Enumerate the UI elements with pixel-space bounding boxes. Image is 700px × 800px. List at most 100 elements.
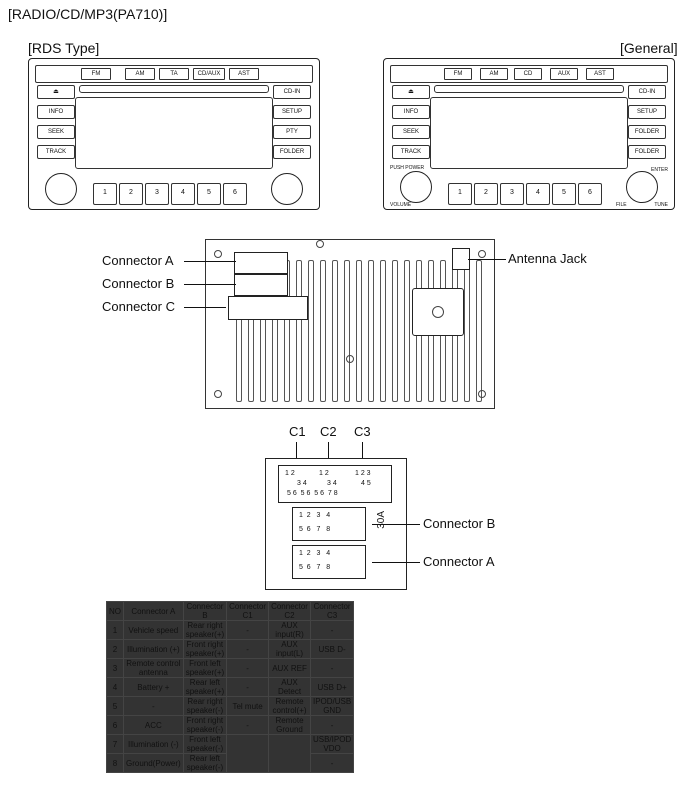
table-row: 3 Remote control antenna Front left spea… (106, 658, 355, 678)
folder-button: FOLDER (628, 145, 666, 159)
c1-label: C1 (289, 424, 306, 439)
table-cell: 7 (106, 734, 124, 754)
general-radio-unit: FM AM CD AUX AST ⏏ INFO SEEK TRACK CD-IN… (383, 58, 675, 210)
preset-button: 1 (93, 183, 117, 205)
table-row: 5 - Rear right speaker(-) Tel mute Remot… (106, 696, 355, 716)
table-cell: - (123, 696, 184, 716)
mount-hole (346, 355, 354, 363)
table-cell: Front right speaker(-) (182, 715, 228, 735)
table-cell: 1 (106, 620, 124, 640)
table-cell: 6 (106, 715, 124, 735)
connector-c-block: 1 2 1 2 1 2 3 3 4 3 4 4 5 5 6 5 6 5 6 7 … (278, 465, 392, 503)
cd-in-indicator: CD-IN (273, 85, 311, 99)
c2-label: C2 (320, 424, 337, 439)
preset-button: 3 (500, 183, 524, 205)
mount-hole (478, 250, 486, 258)
table-cell (226, 734, 270, 773)
table-cell: Front left speaker(+) (182, 658, 228, 678)
leader-line (184, 284, 236, 286)
table-cell: Remote control antenna (123, 658, 184, 678)
fuse-label: 30A (376, 511, 387, 529)
band-button: CD/AUX (193, 68, 225, 80)
band-button: AST (586, 68, 614, 80)
leader-line (184, 261, 236, 263)
cd-slot (434, 85, 624, 93)
c1-arrow (296, 442, 298, 462)
table-cell: Remote control(+) (268, 696, 311, 716)
c3-arrow (362, 442, 364, 462)
table-cell: - (309, 753, 355, 773)
preset-button: 6 (578, 183, 602, 205)
table-cell: Remote Ground (268, 715, 311, 735)
preset-button: 1 (448, 183, 472, 205)
connector-c-housing (228, 296, 308, 320)
table-row: 8 Ground(Power) Rear left speaker(-) - (106, 753, 355, 773)
callout-connector-c: Connector C (102, 299, 175, 314)
table-header: Connector C3 (309, 601, 355, 621)
leader-line (372, 524, 420, 526)
cooling-rib (464, 260, 470, 402)
table-cell: 5 (106, 696, 124, 716)
table-cell: Tel mute (226, 696, 270, 716)
table-cell: 2 (106, 639, 124, 659)
track-button: TRACK (37, 145, 75, 159)
table-cell: USB/IPOD VDO (309, 734, 355, 754)
table-cell: USB D+ (309, 677, 355, 697)
callout-antenna-jack: Antenna Jack (508, 251, 587, 266)
eject-icon: ⏏ (392, 85, 430, 99)
table-cell: Vehicle speed (123, 620, 184, 640)
c3-label: C3 (354, 424, 371, 439)
knob-label: TUNE (654, 202, 668, 208)
table-header: Connector B (182, 601, 228, 621)
preset-button: 4 (171, 183, 195, 205)
seek-button: SEEK (392, 125, 430, 139)
seek-button: SEEK (37, 125, 75, 139)
cooling-rib (344, 260, 350, 402)
cooling-rib (332, 260, 338, 402)
leader-line (184, 307, 226, 309)
band-button: CD (514, 68, 542, 80)
tune-knob (271, 173, 303, 205)
preset-button: 2 (474, 183, 498, 205)
table-cell: Illumination (-) (123, 734, 184, 754)
table-cell: 3 (106, 658, 124, 678)
c2-arrow (328, 442, 330, 462)
cooling-rib (296, 260, 302, 402)
antenna-plate (412, 288, 464, 336)
table-cell: - (226, 715, 270, 735)
table-cell: AUX Detect (268, 677, 311, 697)
mount-hole (478, 390, 486, 398)
table-header-row: NO Connector A Connector B Connector C1 … (106, 601, 355, 621)
band-button: FM (81, 68, 111, 80)
table-cell: Rear right speaker(+) (182, 620, 228, 640)
table-cell: AUX input(R) (268, 620, 311, 640)
mount-hole (214, 390, 222, 398)
table-row: 1 Vehicle speed Rear right speaker(+) - … (106, 620, 355, 640)
preset-button: 5 (552, 183, 576, 205)
cd-in-indicator: CD-IN (628, 85, 666, 99)
table-header: Connector C2 (268, 601, 311, 621)
volume-knob (400, 171, 432, 203)
table-cell: Battery + (123, 677, 184, 697)
table-row: 2 Illumination (+) Front right speaker(+… (106, 639, 355, 659)
detail-connector-a: Connector A (423, 554, 495, 569)
table-cell: - (226, 639, 270, 659)
connector-a-housing (234, 252, 288, 274)
table-cell: - (226, 658, 270, 678)
table-cell: Illumination (+) (123, 639, 184, 659)
display-screen (430, 97, 628, 169)
eject-icon: ⏏ (37, 85, 75, 99)
table-cell: - (309, 620, 355, 640)
table-cell: ACC (123, 715, 184, 735)
pin-assignment-table: NO Connector A Connector B Connector C1 … (106, 601, 355, 773)
leader-line (372, 562, 420, 564)
table-cell: Rear left speaker(+) (182, 677, 228, 697)
tune-knob (626, 171, 658, 203)
band-button: FM (444, 68, 472, 80)
mount-hole (214, 250, 222, 258)
display-screen (75, 97, 273, 169)
band-button: AM (125, 68, 155, 80)
table-cell: Front left speaker(-) (182, 734, 228, 754)
connector-a-block: 1 2 3 4 5 6 7 8 (292, 545, 366, 579)
cooling-rib (392, 260, 398, 402)
